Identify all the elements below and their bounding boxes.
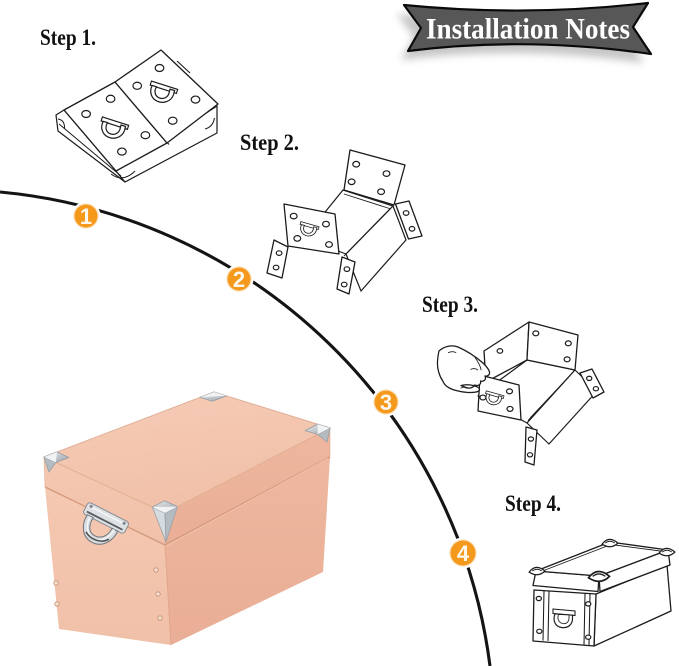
svg-text:2: 2 [233, 267, 245, 292]
svg-text:Step 4.: Step 4. [505, 491, 561, 516]
svg-text:Step 2.: Step 2. [240, 130, 299, 155]
svg-text:4: 4 [457, 541, 470, 566]
svg-text:1: 1 [80, 204, 92, 229]
svg-text:Step 3.: Step 3. [422, 292, 478, 317]
svg-text:3: 3 [380, 390, 392, 415]
svg-text:Installation Notes: Installation Notes [426, 13, 630, 46]
svg-text:Step 1.: Step 1. [40, 25, 96, 50]
